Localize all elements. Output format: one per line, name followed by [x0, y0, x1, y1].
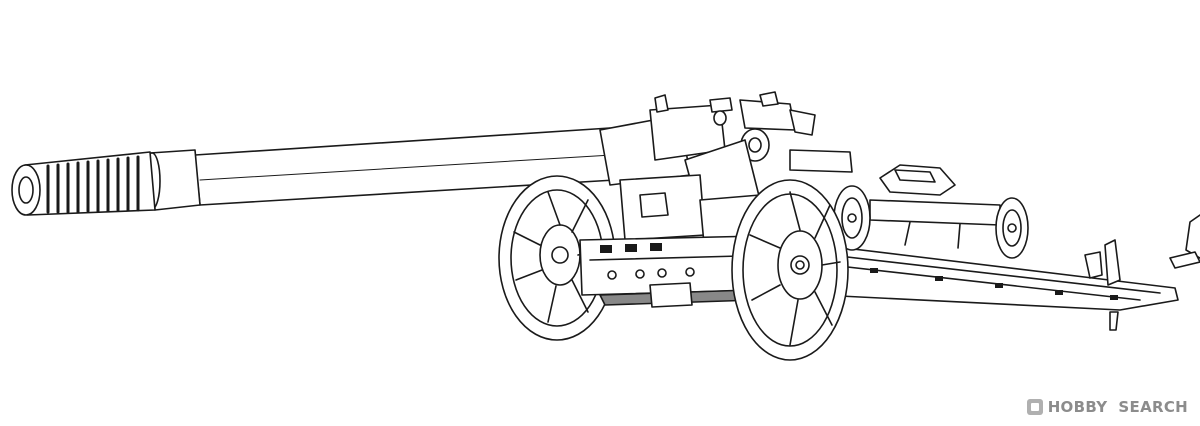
muzzle-brake	[11, 151, 156, 216]
edge-wheel	[1169, 214, 1200, 269]
hobby-search-logo-icon	[1026, 399, 1043, 415]
limber-assembly	[869, 164, 1001, 249]
trail-arm	[819, 239, 1179, 331]
front-wheel-right	[731, 179, 849, 361]
watermark-brand-bold: HOBBY	[1047, 398, 1108, 416]
watermark-brand-rest: SEARCH	[1118, 398, 1188, 416]
watermark: HOBBY SEARCH	[1026, 398, 1188, 416]
rear-wheel-right	[995, 197, 1029, 259]
